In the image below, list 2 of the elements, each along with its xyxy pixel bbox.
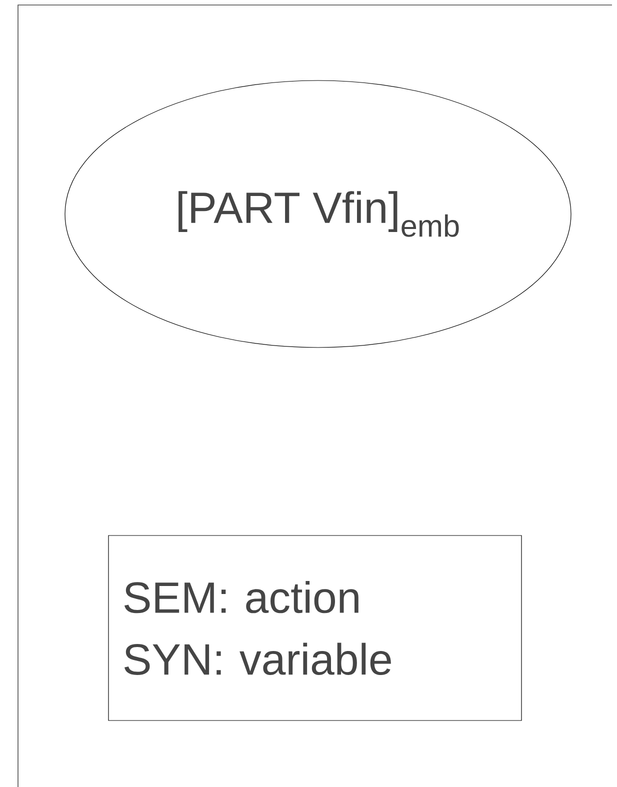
ellipse-node: [PART Vfin]$_{emb}$ — [64, 80, 572, 348]
text-box: SEM: action SYN: variable — [108, 535, 522, 721]
